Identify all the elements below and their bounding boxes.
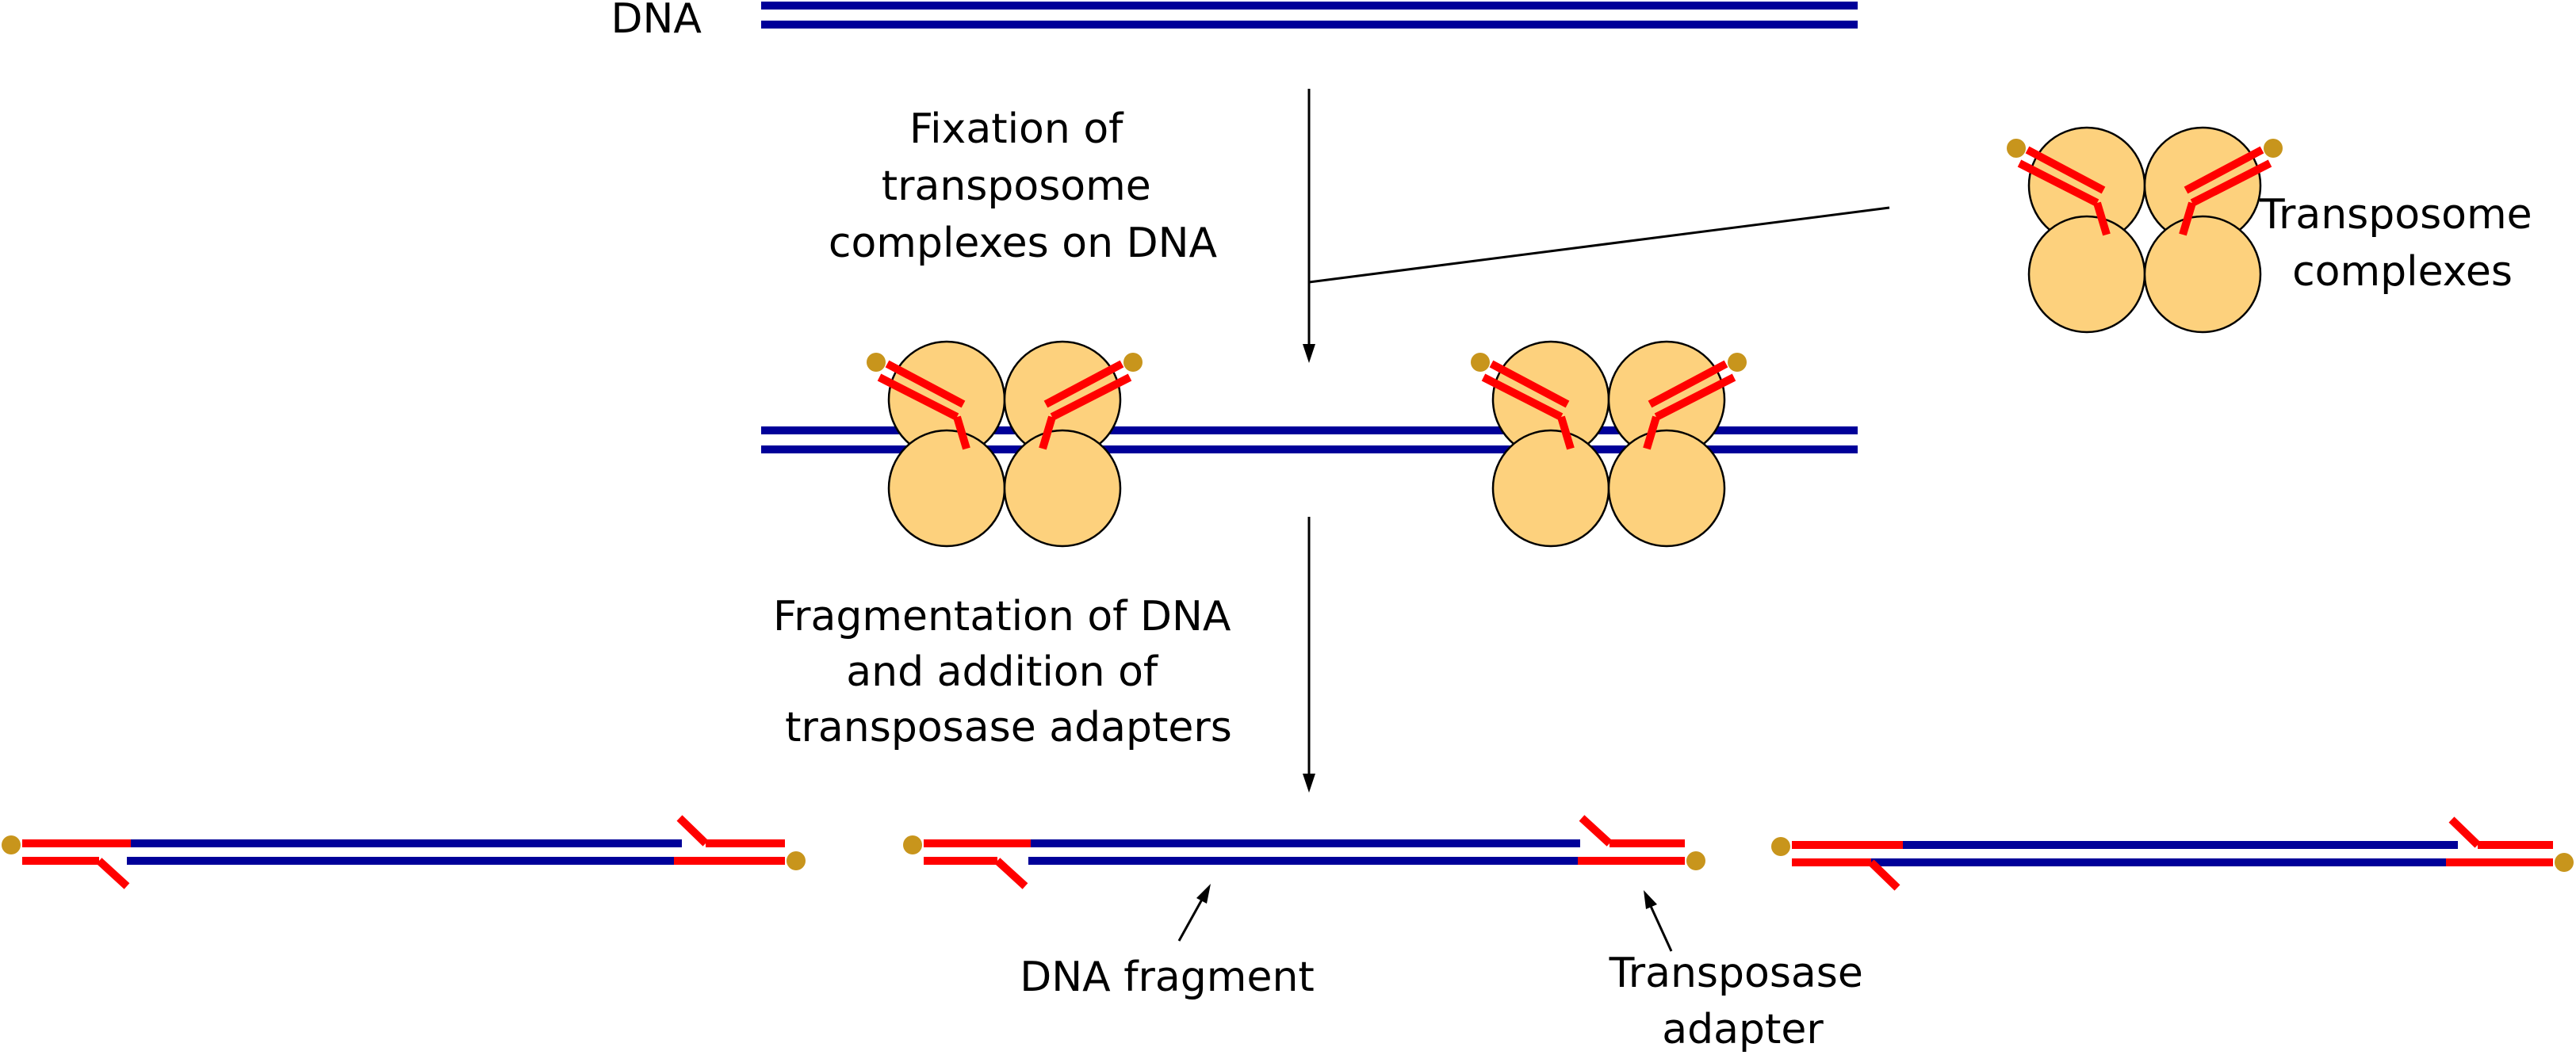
fixation-label: Fixation of transposome complexes on DNA — [829, 105, 1218, 267]
step2-arrow — [1303, 517, 1315, 793]
transposase-adapter — [674, 815, 806, 870]
fragmentation-label-line: and addition of — [846, 648, 1159, 696]
transposome-label-line: complexes — [2292, 248, 2513, 296]
adapter-label-line: Transposase — [1609, 950, 1863, 997]
transposase-adapter — [903, 835, 1031, 889]
fixation-label-line: complexes on DNA — [829, 220, 1218, 267]
step1-arrow — [1303, 89, 1315, 363]
dna-fragment — [1771, 816, 2574, 891]
transposase-adapter — [2, 835, 131, 889]
dna-fragment — [903, 815, 1705, 889]
transposome-complex-legend — [2007, 128, 2283, 332]
dna-label: DNA — [611, 0, 702, 43]
dna-fragment-pointer — [1177, 884, 1211, 942]
adapter-label-line: adapter — [1662, 1006, 1824, 1053]
transposome-label: Transposome complexes — [2259, 191, 2545, 296]
fragmentation-label-line: transposase adapters — [785, 704, 1232, 751]
fragmentation-label: Fragmentation of DNA and addition of tra… — [773, 593, 1244, 751]
fragmentation-label-line: Fragmentation of DNA — [773, 593, 1231, 640]
adapter-pointer — [1644, 890, 1673, 952]
transposome-complex — [1471, 342, 1747, 546]
callout-line — [1308, 206, 1890, 284]
dna-double-strand — [761, 2, 1858, 29]
fixation-label-line: Fixation of — [909, 105, 1124, 153]
transposase-adapter — [1771, 837, 1903, 891]
transposome-complex — [867, 342, 1143, 546]
dna-fragment — [2, 815, 806, 889]
transposome-label-line: Transposome — [2259, 191, 2532, 239]
fixation-label-line: transposome — [882, 162, 1151, 210]
dna-fragment-label: DNA fragment — [1020, 954, 1315, 1001]
transposase-adapter-label: Transposase adapter — [1609, 950, 1877, 1053]
transposase-adapter — [2446, 816, 2574, 872]
transposase-adapter — [1578, 815, 1705, 870]
